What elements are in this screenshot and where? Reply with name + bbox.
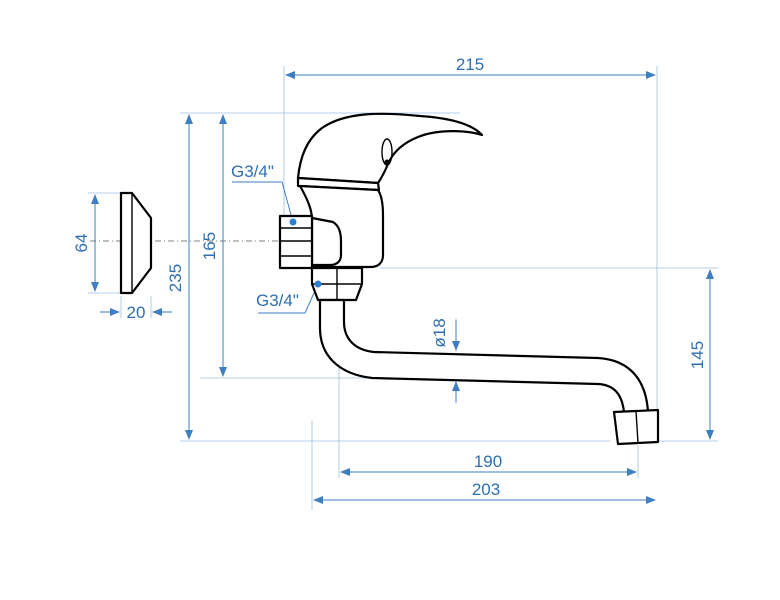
wall-flange <box>119 191 153 295</box>
thread-label-upper: G3/4" <box>231 162 274 181</box>
dim-overall-height: 235 <box>166 264 185 292</box>
dim-spout-height: 145 <box>688 341 707 369</box>
dimension-lines <box>91 71 714 504</box>
aerator <box>612 408 660 446</box>
dim-spout-reach-outer: 203 <box>472 480 500 499</box>
lower-thread-marker <box>314 280 322 288</box>
upper-thread-marker <box>289 218 297 226</box>
extension-lines <box>88 66 718 510</box>
spout-pipe <box>318 298 650 414</box>
dim-spout-reach-inner: 190 <box>474 452 502 471</box>
dim-inlet-height: 165 <box>200 232 219 260</box>
dim-flange-depth: 20 <box>127 303 146 322</box>
dim-pipe-diameter: ø18 <box>430 318 449 347</box>
lever-handle <box>296 112 484 185</box>
dim-overall-width: 215 <box>456 55 484 74</box>
dim-flange-diameter: 64 <box>72 234 91 253</box>
thread-label-lower: G3/4" <box>256 291 299 310</box>
faucet <box>278 112 660 446</box>
